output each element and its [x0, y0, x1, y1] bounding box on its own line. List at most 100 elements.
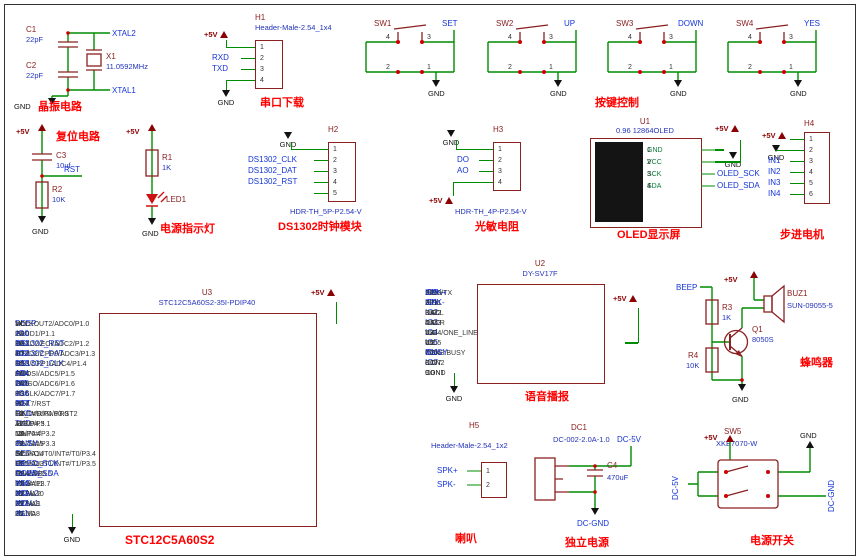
part-h3: HDR-TH_4P-P2.54-V	[455, 207, 527, 216]
vcc-label: +5V	[16, 127, 30, 136]
oled-screen[interactable]	[595, 142, 643, 222]
pin-number: 2	[425, 299, 429, 307]
pin-wires	[701, 144, 715, 192]
crystal-plates[interactable]	[86, 49, 102, 71]
net-label: IO1	[16, 339, 29, 348]
header-h5-body[interactable]	[481, 462, 507, 498]
designator-sw5: SW5	[724, 427, 742, 436]
pin-number: 31	[17, 410, 25, 418]
junction-dot	[740, 378, 744, 382]
vcc-port: +5V	[762, 131, 786, 140]
pin-name: IO2	[430, 309, 442, 317]
pin-number: 11	[15, 420, 23, 428]
net-in3: IN3	[768, 178, 781, 187]
vcc-label: +5V	[126, 127, 140, 136]
push-button-sw2[interactable]: SW2 UP 4 3 2 1 GND	[480, 16, 592, 100]
pin-number: 2	[386, 64, 390, 71]
designator-sw3: SW3	[616, 19, 634, 28]
pin-name: P0.6	[15, 390, 30, 398]
capacitor-c3[interactable]	[32, 153, 52, 161]
up-arrow-icon	[38, 124, 46, 131]
mcu-body[interactable]	[99, 313, 317, 527]
gnd-label: GND	[428, 89, 445, 98]
serial-download-block: H1 Header-Male-2.54_1x4 +5V RXD TXD GND …	[160, 12, 345, 115]
resistor-r2[interactable]	[35, 181, 49, 209]
pin-number: 3	[809, 158, 813, 165]
pin-number: 21	[17, 510, 25, 518]
net-in2: IN2	[768, 167, 781, 176]
gnd-label: GND	[217, 98, 235, 107]
pin-number: 2	[748, 64, 752, 71]
pin-number: 22	[17, 500, 25, 508]
net-label: IN3	[16, 489, 29, 498]
gnd-arrow-icon	[674, 80, 682, 87]
pin-number: 6	[809, 191, 813, 198]
pin-number: 4	[260, 77, 264, 84]
contact-dot	[766, 470, 770, 474]
wires	[41, 131, 82, 216]
contact-dot	[518, 70, 522, 74]
gnd-arrow-icon	[38, 216, 46, 223]
capacitor-c1[interactable]	[58, 41, 78, 48]
pin-name: P0.1	[15, 340, 30, 348]
designator-h3: H3	[493, 125, 504, 134]
capacitor-c2[interactable]	[58, 71, 78, 78]
net-txd: TXD	[212, 64, 228, 73]
crystal-x1[interactable]	[86, 53, 102, 67]
buzzer-buz1[interactable]	[763, 295, 773, 313]
pin-number: 1	[333, 146, 337, 153]
key-control-block: SW1 SET 4 3 2 1 GND SW2 UP 4 3 2 1 GND S…	[350, 12, 850, 115]
resistor-r3[interactable]	[705, 299, 719, 325]
header-h3-body[interactable]	[493, 142, 521, 191]
header-h4-body[interactable]	[804, 132, 830, 204]
vcc-label: +5V	[311, 288, 325, 297]
wire	[637, 308, 639, 343]
wire	[715, 161, 741, 163]
voice-body[interactable]	[477, 284, 605, 384]
gnd-port: GND	[60, 527, 84, 544]
pin-number: 14	[427, 329, 435, 337]
designator-q1: Q1	[752, 325, 763, 334]
push-button-sw1[interactable]: SW1 SET 4 3 2 1 GND	[358, 16, 470, 100]
pin-number: 13	[427, 339, 435, 347]
net-label: DO	[15, 379, 27, 388]
pin-number: 4	[386, 34, 390, 41]
part-u1: 0.96 12864OLED	[616, 126, 674, 135]
switch-sw5-body[interactable]	[717, 459, 779, 509]
resistor-r4[interactable]	[705, 347, 719, 373]
pin-number: 13	[15, 440, 23, 448]
junction-dot	[593, 464, 597, 468]
contact-dot	[542, 40, 546, 44]
value-r1: 1K	[162, 163, 171, 172]
gnd-arrow-icon	[148, 218, 156, 225]
net-rxd: RXD	[212, 53, 229, 62]
block-label: 光敏电阻	[475, 221, 519, 233]
header-h1-body[interactable]	[255, 40, 283, 89]
gnd-port: GND	[721, 152, 745, 169]
pin-number: 3	[427, 34, 431, 41]
dc-jack-body[interactable]	[534, 457, 556, 501]
capacitor-c4[interactable]	[587, 469, 603, 477]
pin-name: INT1#/P3.3	[20, 440, 56, 448]
vcc-port: +5V	[613, 294, 637, 303]
designator-dc1: DC1	[571, 423, 588, 432]
contact-dot	[638, 70, 642, 74]
pin-number: 1	[15, 320, 19, 328]
pin-number: 37	[17, 350, 25, 358]
resistor-r1[interactable]	[145, 149, 159, 177]
push-button-sw4[interactable]: SW4 YES 4 3 2 1 GND	[720, 16, 832, 100]
block-label: 晶振电路	[38, 99, 83, 113]
designator-u3: U3	[201, 288, 213, 297]
push-button-sw3[interactable]: SW3 DOWN 4 3 2 1 GND	[600, 16, 712, 100]
net-label: BUSY	[426, 348, 448, 357]
net-dc-5v: DC-5V	[671, 475, 680, 500]
led1-diode[interactable]	[146, 194, 158, 204]
header-h2-body[interactable]	[328, 142, 356, 202]
net-dc-5v: DC-5V	[617, 435, 642, 444]
